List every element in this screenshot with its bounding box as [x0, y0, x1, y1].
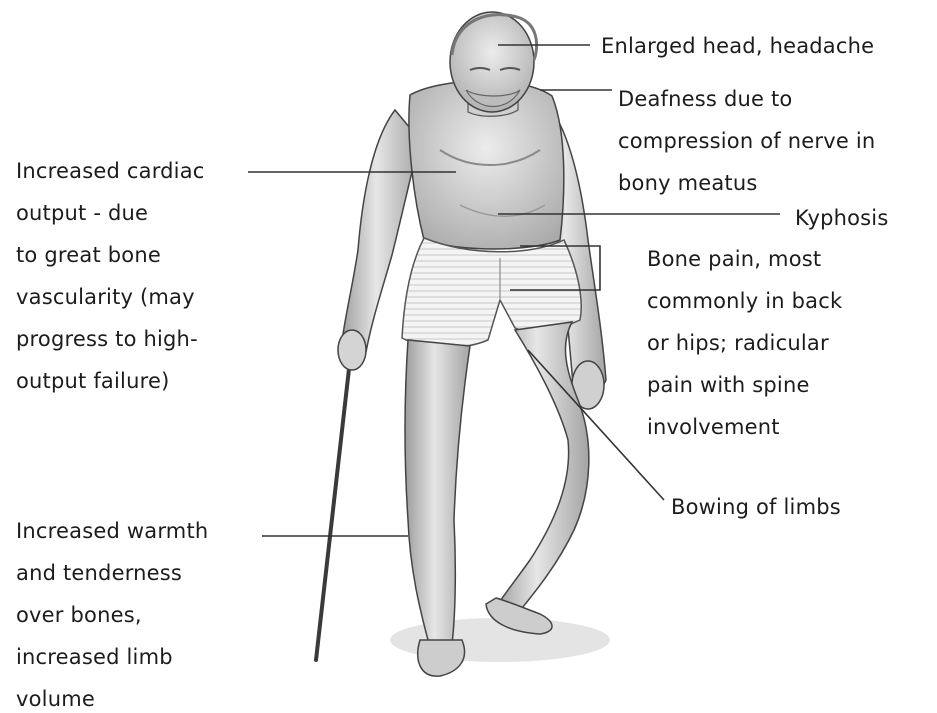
annotation-line: compression of nerve in [618, 120, 875, 162]
annotation-deafness: Deafness due to compression of nerve in … [618, 78, 875, 204]
annotation-line: Enlarged head, headache [601, 25, 874, 67]
annotation-enlarged-head: Enlarged head, headache [601, 25, 874, 67]
annotation-line: over bones, [16, 594, 208, 636]
annotation-line: Kyphosis [795, 197, 888, 239]
annotation-line: Bowing of limbs [671, 486, 841, 528]
annotation-line: Deafness due to [618, 78, 875, 120]
annotation-line: increased limb [16, 636, 208, 678]
annotation-kyphosis: Kyphosis [795, 197, 888, 239]
annotation-increased-warmth: Increased warmth and tenderness over bon… [16, 510, 208, 713]
figure-left-foot [418, 640, 465, 676]
annotation-line: output failure) [16, 360, 205, 402]
walking-cane [316, 360, 350, 660]
annotation-line: commonly in back [647, 280, 842, 322]
annotation-line: involvement [647, 406, 842, 448]
annotation-line: and tenderness [16, 552, 208, 594]
annotation-line: Increased warmth [16, 510, 208, 552]
annotation-line: pain with spine [647, 364, 842, 406]
annotation-line: Bone pain, most [647, 238, 842, 280]
annotation-bone-pain: Bone pain, most commonly in back or hips… [647, 238, 842, 448]
annotation-increased-cardiac-output: Increased cardiac output - due to great … [16, 150, 205, 402]
figure-left-hand [338, 330, 366, 370]
annotation-line: or hips; radicular [647, 322, 842, 364]
annotation-line: output - due [16, 192, 205, 234]
annotation-line: Increased cardiac [16, 150, 205, 192]
annotation-line: progress to high- [16, 318, 205, 360]
annotation-line: to great bone [16, 234, 205, 276]
annotation-bowing-of-limbs: Bowing of limbs [671, 486, 841, 528]
annotation-line: vascularity (may [16, 276, 205, 318]
annotation-line: volume [16, 678, 208, 713]
figure-left-leg [405, 340, 470, 644]
